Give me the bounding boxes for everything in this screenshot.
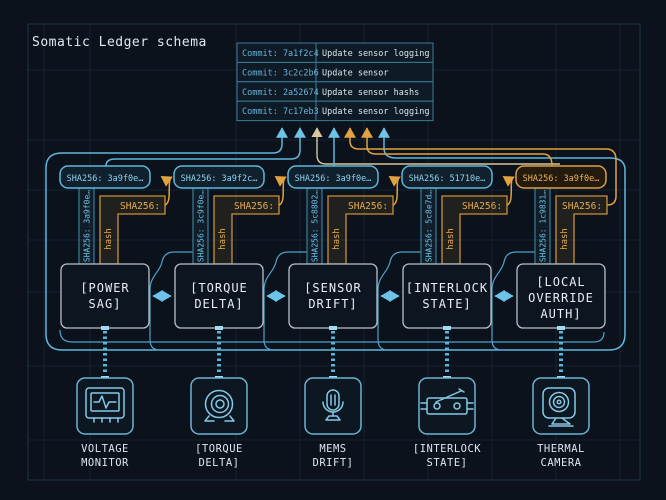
- flow-arrow-pale: [311, 127, 560, 165]
- node-label: SAG]: [89, 297, 122, 311]
- thermal-camera-icon: [542, 387, 576, 427]
- oscilloscope-icon: [85, 387, 125, 423]
- node-label: AUTH]: [540, 307, 581, 321]
- sha-pill-label: SHA256: 3a9f0e…: [295, 174, 372, 184]
- device-box: [190, 377, 248, 435]
- sha-pill-label: SHA256: 51710e…: [409, 174, 486, 184]
- sensor-links: [101, 326, 565, 380]
- chain-arrow: [274, 176, 287, 206]
- node-label: STATE]: [422, 297, 471, 311]
- gap-curve: [491, 251, 535, 351]
- node-box: [288, 263, 378, 329]
- sha-pill-label: SHA256: 3a9f0e…: [67, 174, 144, 184]
- commit-message: Update sensor logging: [322, 107, 429, 117]
- sha-pill: [59, 165, 151, 189]
- hash-channels: SHA256: 3a9f0e… SHA256: hash SHA256: 3c9…: [78, 187, 608, 265]
- sha-prefix-label: SHA256:: [462, 201, 502, 212]
- commit-message: Update sensor logging: [322, 49, 429, 59]
- sha-pill: [173, 165, 265, 189]
- bus-lines: [45, 127, 626, 351]
- commit-hash: Commit: 7c17eb3: [242, 107, 319, 117]
- device-label: [TORQUE: [195, 443, 243, 455]
- flow-arrow-pill1: [105, 127, 306, 167]
- commit-hash: Commit: 2a52674: [242, 88, 319, 98]
- hash-label: hash: [104, 228, 114, 250]
- sha-pill: [401, 165, 493, 189]
- microphone-icon: [322, 389, 344, 421]
- node-boxes: [POWER SAG] [TORQUE DELTA] [SENSOR DRIFT…: [60, 263, 606, 329]
- device-label: THERMAL: [537, 443, 585, 455]
- device-label: DRIFT]: [313, 457, 354, 469]
- node-label: [SENSOR: [304, 281, 362, 295]
- sha-vertical-label: SHA256: 5c8802…: [311, 190, 320, 262]
- node-label: DELTA]: [194, 297, 243, 311]
- sha-pill-label: SHA256: 3a9f2c…: [181, 174, 258, 184]
- chain-arrow: [160, 176, 173, 206]
- sha-prefix-label: SHA256:: [562, 201, 602, 212]
- device-label: CAMERA: [541, 457, 582, 469]
- device-label: [INTERLOCK: [413, 443, 481, 455]
- node-label: DRIFT]: [308, 297, 357, 311]
- commit-message: Update sensor hashs: [322, 88, 419, 98]
- device-label: MONITOR: [81, 457, 129, 469]
- sha-prefix-label: SHA256:: [120, 201, 160, 212]
- node-box: [174, 263, 264, 329]
- node-box: [60, 263, 150, 329]
- device-label: STATE]: [427, 457, 468, 469]
- flow-arrow-hash5: [344, 127, 617, 206]
- sha-vertical-label: SHA256: 5c8e7d…: [425, 190, 434, 262]
- sha-pills: SHA256: 3a9f0e… SHA256: 3a9f2c… SHA256: …: [59, 165, 607, 206]
- node-label: [INTERLOCK: [406, 281, 488, 295]
- bus-loop-line: [45, 127, 626, 351]
- outer-frame: [27, 23, 641, 481]
- hash-label: hash: [446, 228, 456, 250]
- commit-message: Update sensor: [322, 68, 389, 78]
- commit-table: Commit: 7a1f2c4 Update sensor logging Co…: [236, 42, 434, 122]
- flow-arrow-pill5: [361, 127, 553, 167]
- device-box: [304, 377, 362, 435]
- sha-prefix-label: SHA256:: [348, 201, 388, 212]
- chain-arrow: [502, 176, 515, 206]
- device-label: MEMS: [319, 443, 346, 455]
- sha-vertical-label: SHA256: 1c9831…: [539, 190, 548, 262]
- node-label: [POWER: [80, 281, 129, 295]
- diagram-title: Somatic Ledger schema: [32, 35, 207, 50]
- motor-icon: [204, 389, 235, 422]
- node-label: OVERRIDE: [528, 291, 594, 305]
- device-labels: VOLTAGE MONITOR [TORQUE DELTA] MEMS DRIF…: [81, 443, 585, 469]
- gap-curve: [263, 251, 307, 351]
- sha-pill: [287, 165, 379, 189]
- hash-label: hash: [560, 228, 570, 250]
- device-label: DELTA]: [199, 457, 240, 469]
- relay-icon: [420, 388, 474, 415]
- device-boxes: [76, 377, 590, 435]
- sha-pill-orange: [515, 165, 607, 189]
- gap-curve: [149, 251, 193, 351]
- sha-vertical-label: SHA256: 3a9f0e…: [83, 190, 92, 262]
- node-label: [LOCAL: [536, 275, 585, 289]
- hash-label: hash: [218, 228, 228, 250]
- sha-prefix-label: SHA256:: [234, 201, 274, 212]
- sha-vertical-label: SHA256: 3c9f0e…: [197, 190, 206, 262]
- commit-hash: Commit: 7a1f2c4: [242, 49, 319, 59]
- commit-hash: Commit: 3c2c2b6: [242, 68, 319, 78]
- hash-label: hash: [332, 228, 342, 250]
- message-cell: [315, 100, 434, 122]
- node-label: [TORQUE: [190, 281, 248, 295]
- sha-pill-label: SHA256: 3a9f0e…: [523, 174, 600, 184]
- gap-curve: [377, 251, 421, 351]
- chain-arrow: [388, 176, 401, 206]
- device-box: [418, 377, 476, 435]
- device-label: VOLTAGE: [81, 443, 129, 455]
- node-box: [402, 263, 492, 329]
